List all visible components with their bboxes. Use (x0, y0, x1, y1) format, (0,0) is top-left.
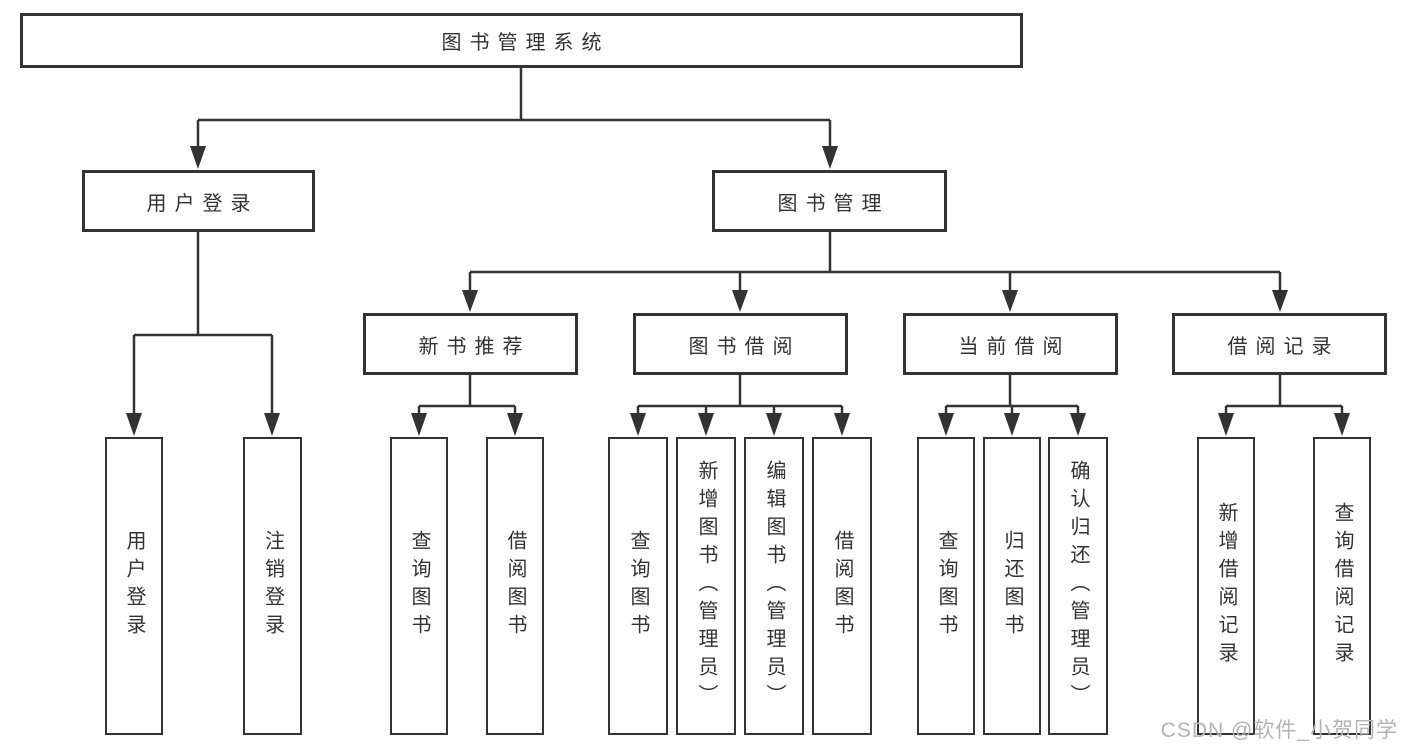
node-library-system: 图书管理系统 (20, 13, 1023, 68)
leaf-borrow-books-1: 借阅图书 (486, 437, 544, 735)
arrowhead-query-books-1 (411, 413, 427, 436)
node-current-borrow: 当前借阅 (903, 313, 1118, 375)
leaf-query-borrow-record-label: 查询借阅记录 (1331, 502, 1353, 670)
leaf-borrow-books-2-label: 借阅图书 (831, 530, 853, 642)
leaf-query-books-1-label: 查询图书 (408, 530, 430, 642)
connector-book-management-children (468, 232, 1282, 292)
node-book-borrow-label: 图书借阅 (688, 335, 801, 358)
node-borrow-records: 借阅记录 (1172, 313, 1387, 375)
node-book-borrow: 图书借阅 (633, 313, 848, 375)
arrowhead-new-book (462, 290, 478, 312)
leaf-add-book-admin-label: 新增图书（管理员） (695, 460, 717, 712)
connector-new-book-children (417, 375, 517, 415)
leaf-edit-book-admin: 编辑图书（管理员） (744, 437, 804, 735)
leaf-return-book-label: 归还图书 (1001, 530, 1023, 642)
leaf-add-borrow-record: 新增借阅记录 (1197, 437, 1255, 735)
leaf-edit-book-admin-label: 编辑图书（管理员） (763, 460, 785, 712)
connector-borrow-records-children (1224, 375, 1344, 415)
arrowhead-edit-book (766, 413, 782, 436)
leaf-add-borrow-record-label: 新增借阅记录 (1215, 502, 1237, 670)
connector-current-borrow-children (944, 375, 1080, 415)
leaf-query-books-1: 查询图书 (390, 437, 448, 735)
leaf-borrow-books-2: 借阅图书 (812, 437, 872, 735)
node-borrow-records-label: 借阅记录 (1227, 335, 1340, 358)
arrowhead-return-book (1004, 413, 1020, 436)
csdn-watermark: CSDN @软件_小贺同学 (1160, 719, 1398, 742)
arrowhead-confirm-return (1070, 413, 1086, 436)
arrowhead-borrow-books-1 (507, 413, 523, 436)
leaf-user-login: 用户登录 (105, 437, 163, 735)
leaf-user-login-label: 用户登录 (123, 530, 145, 642)
arrowhead-query-borrow-record (1334, 413, 1350, 436)
node-book-management: 图书管理 (712, 170, 947, 232)
arrowhead-book-borrow (732, 290, 748, 312)
arrowhead-add-book (698, 413, 714, 436)
connector-root-to-level1 (196, 68, 832, 148)
leaf-borrow-books-1-label: 借阅图书 (504, 530, 526, 642)
node-user-login: 用户登录 (82, 170, 315, 232)
leaf-query-books-3-label: 查询图书 (935, 530, 957, 642)
node-new-book-recommend: 新书推荐 (363, 313, 578, 375)
leaf-query-borrow-record: 查询借阅记录 (1313, 437, 1371, 735)
leaf-logout: 注销登录 (243, 437, 302, 735)
node-library-system-label: 图书管理系统 (441, 32, 610, 54)
leaf-query-books-2: 查询图书 (608, 437, 668, 735)
arrowhead-leaf-logout (264, 413, 280, 436)
leaf-return-book: 归还图书 (983, 437, 1041, 735)
arrowhead-book-management (822, 146, 838, 169)
node-user-login-label: 用户登录 (146, 192, 259, 215)
leaf-query-books-2-label: 查询图书 (627, 530, 649, 642)
node-current-borrow-label: 当前借阅 (958, 335, 1071, 358)
arrowhead-user-login (190, 146, 206, 169)
arrowhead-query-books-3 (938, 413, 954, 436)
leaf-logout-label: 注销登录 (261, 530, 284, 642)
connector-user-login-children (132, 232, 274, 415)
node-new-book-recommend-label: 新书推荐 (418, 335, 531, 358)
leaf-add-book-admin: 新增图书（管理员） (676, 437, 736, 735)
leaf-query-books-3: 查询图书 (917, 437, 975, 735)
arrowhead-add-borrow-record (1218, 413, 1234, 436)
arrowhead-borrow-books-2 (834, 413, 850, 436)
arrowhead-current-borrow (1002, 290, 1018, 312)
connector-book-borrow-children (636, 375, 844, 415)
leaf-confirm-return-admin-label: 确认归还（管理员） (1067, 460, 1089, 712)
arrowhead-query-books-2 (630, 413, 646, 436)
arrowhead-borrow-records (1272, 290, 1288, 312)
node-book-management-label: 图书管理 (777, 192, 890, 215)
leaf-confirm-return-admin: 确认归还（管理员） (1048, 437, 1108, 735)
arrowhead-leaf-user-login (126, 413, 142, 436)
